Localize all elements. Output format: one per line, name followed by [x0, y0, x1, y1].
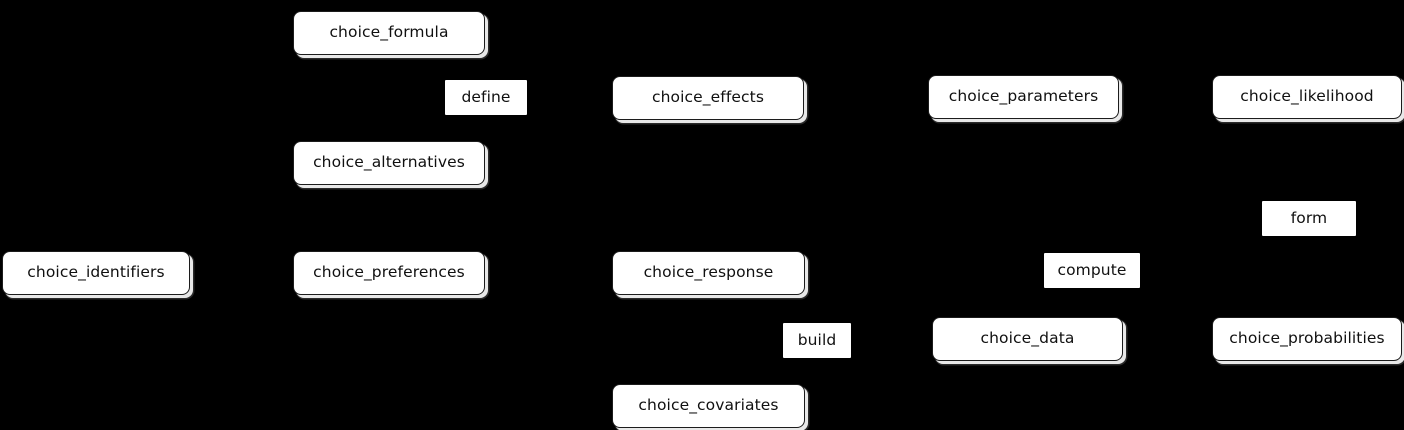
edge-choice_response-to-build	[707, 295, 783, 342]
node-choice-covariates[interactable]: choice_covariates	[612, 384, 805, 428]
node-choice-formula[interactable]: choice_formula	[293, 11, 485, 55]
node-label: choice_effects	[651, 88, 764, 107]
edge-label-text: compute	[1057, 260, 1127, 279]
node-label: choice_likelihood	[1240, 87, 1374, 106]
edge-choice_covariates-to-build	[707, 340, 783, 384]
node-label: choice_preferences	[313, 263, 465, 282]
node-choice-effects[interactable]: choice_effects	[612, 76, 804, 120]
edge-label-build: build	[783, 323, 851, 358]
node-label: choice_covariates	[638, 396, 779, 415]
node-label: choice_response	[643, 263, 774, 282]
node-label: choice_data	[980, 329, 1075, 348]
node-choice-response[interactable]: choice_response	[612, 251, 805, 295]
edge-label-form: form	[1262, 201, 1356, 236]
node-label: choice_identifiers	[27, 263, 165, 282]
node-choice-data[interactable]: choice_data	[932, 317, 1123, 361]
edge-choice_alternatives-to-define	[388, 97, 445, 141]
node-label: choice_formula	[329, 23, 449, 42]
node-label: choice_alternatives	[313, 153, 465, 172]
edge-label-define: define	[445, 80, 527, 115]
node-choice-likelihood[interactable]: choice_likelihood	[1212, 75, 1402, 119]
node-choice-alternatives[interactable]: choice_alternatives	[293, 141, 485, 185]
node-choice-probabilities[interactable]: choice_probabilities	[1212, 317, 1402, 361]
node-label: choice_probabilities	[1229, 329, 1385, 348]
node-choice-parameters[interactable]: choice_parameters	[928, 75, 1119, 119]
node-choice-identifiers[interactable]: choice_identifiers	[2, 251, 190, 295]
edge-label-text: build	[797, 330, 837, 349]
edge-compute-to-choice_probabilities	[1139, 269, 1213, 340]
edge-label-compute: compute	[1044, 253, 1140, 288]
edge-choice_parameters-to-compute	[1022, 119, 1092, 254]
edge-label-text: define	[461, 87, 511, 106]
node-choice-preferences[interactable]: choice_preferences	[293, 251, 485, 295]
edge-label-text: form	[1290, 208, 1328, 227]
edge-choice_formula-to-choice_effects	[388, 55, 445, 99]
node-label: choice_parameters	[948, 87, 1099, 106]
